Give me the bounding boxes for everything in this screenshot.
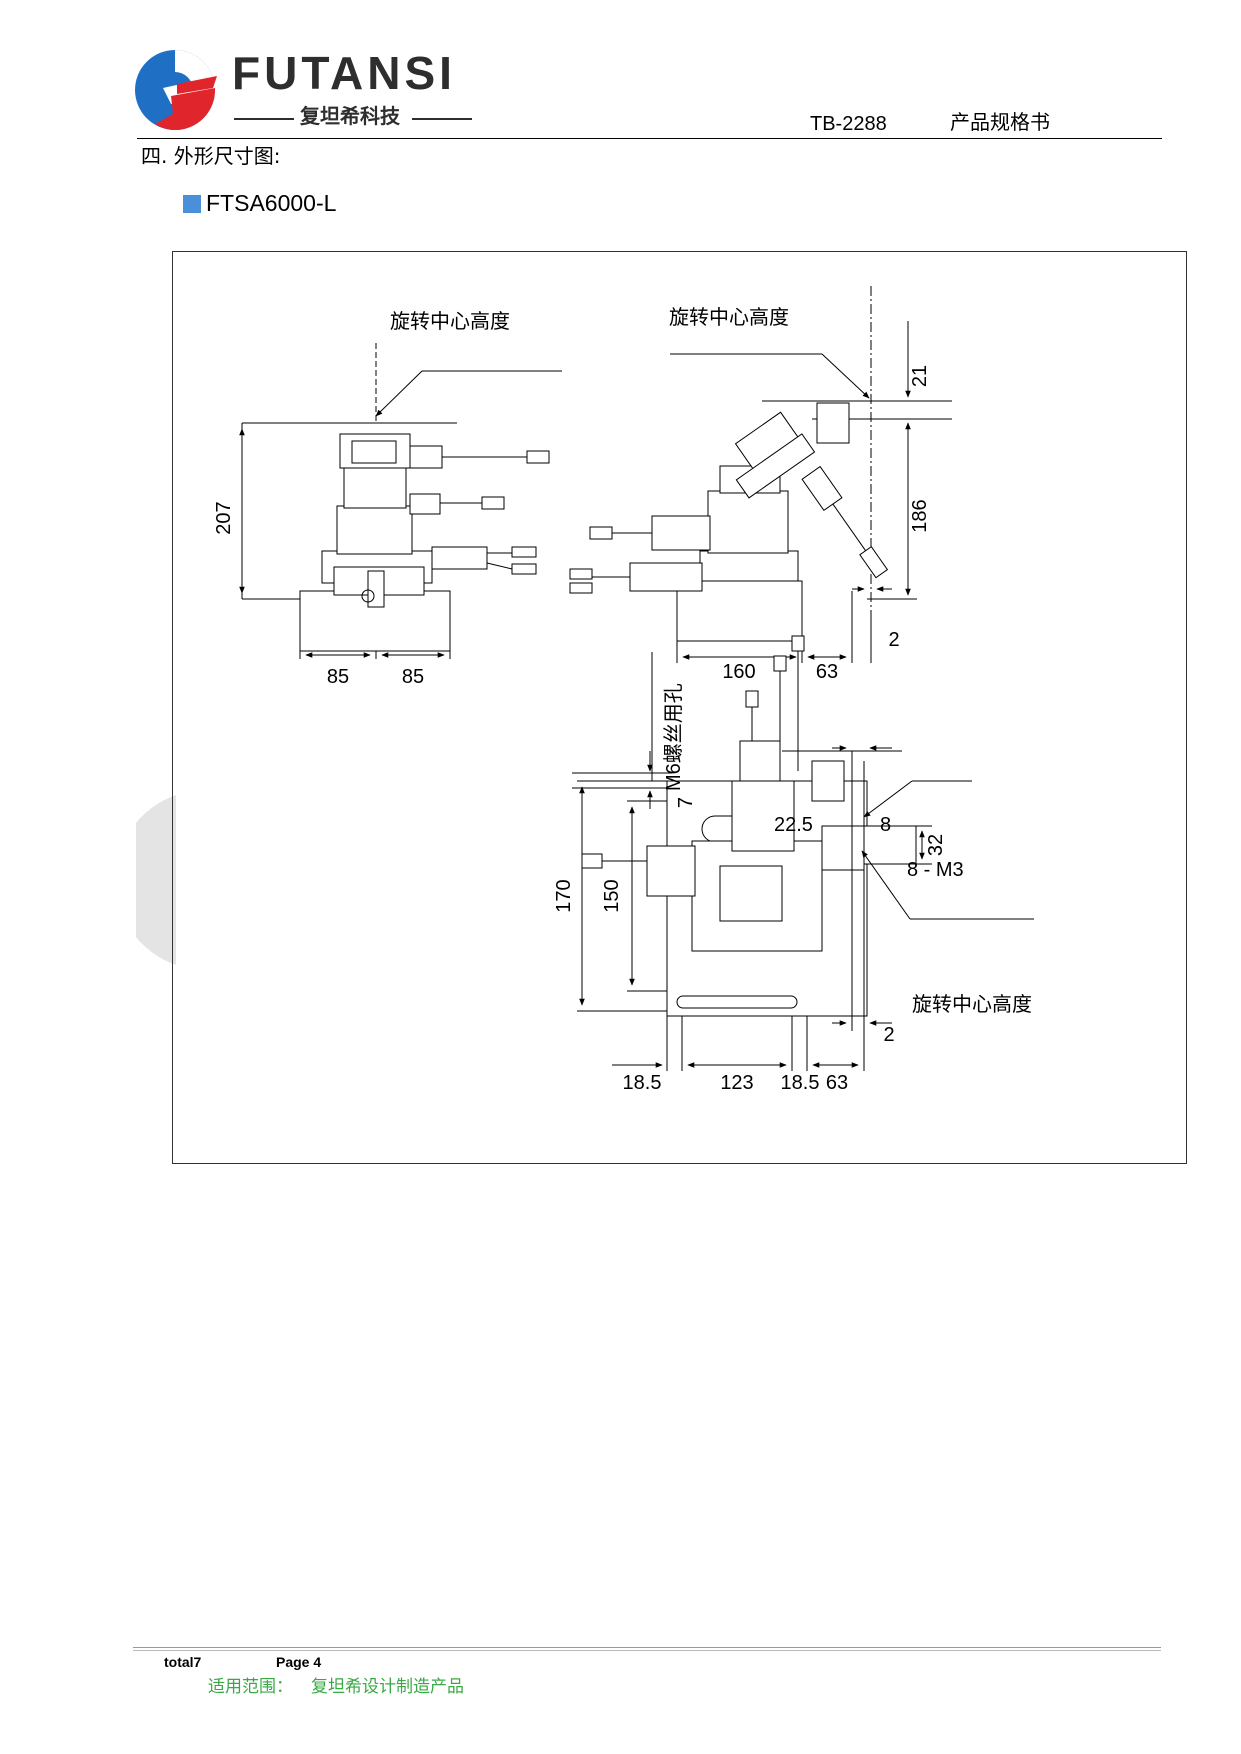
footer-rule [133,1647,1161,1651]
side-rotation-label: 旋转中心高度 [669,306,789,329]
brand-divider-left [234,118,294,120]
dim-top-w32: 32 [925,834,947,856]
footer-scope-value: 复坦希设计制造产品 [311,1677,464,1697]
dim-side-height: 186 [909,499,931,532]
drawing-frame [172,251,1187,1164]
footer-page-number: Page 4 [276,1654,322,1670]
dim-top-w2: 123 [720,1072,753,1094]
dim-front-half-left: 85 [327,666,349,688]
top-m3-holes-label: 8 - M3 [907,859,964,881]
dim-top-w1: 18.5 [623,1072,662,1094]
document-type: 产品规格书 [950,110,1050,134]
document-code: TB-2288 [810,113,887,135]
dim-side-offset: 63 [816,661,838,683]
dim-side-top: 21 [909,365,931,387]
model-marker-icon [183,195,201,213]
dim-top-w3: 18.5 [781,1072,820,1094]
dim-top-hole: 7 [675,797,697,808]
watermark-arc-icon [136,795,176,965]
dim-top-w4: 63 [826,1072,848,1094]
top-m6-hole-label: M6螺丝用孔 [662,683,685,791]
brand-name-cn: 复坦希科技 [300,104,400,128]
front-rotation-label: 旋转中心高度 [390,310,510,333]
futansi-logo-icon [135,50,217,131]
front-view [239,343,562,659]
dim-side-gap: 2 [888,629,899,651]
dimension-drawing: 旋转中心高度 207 85 85 旋转中心高度 21 186 160 63 2 … [213,286,1034,1094]
dim-front-height: 207 [213,501,235,534]
footer-total: total7 [164,1654,202,1670]
dim-top-gap: 2 [883,1024,894,1046]
dim-side-base: 160 [722,661,755,683]
section-title: 四. 外形尺寸图: [141,144,281,168]
footer-scope-label: 适用范围： [208,1677,293,1697]
brand-name: FUTANSI [232,47,456,99]
model-name: FTSA6000-L [206,190,337,216]
footer-scope: 适用范围： 复坦希设计制造产品 [208,1672,482,1697]
dim-top-offset: 22.5 [774,814,813,836]
dim-front-half-right: 85 [402,666,424,688]
dim-top-right: 8 [880,814,891,836]
side-view [569,286,952,663]
top-rotation-label: 旋转中心高度 [912,993,1032,1016]
header-rule [137,138,1162,139]
dim-top-h1: 170 [553,879,575,912]
top-view [572,635,1034,1071]
brand-divider-right [412,118,472,120]
dim-top-h2: 150 [601,879,623,912]
